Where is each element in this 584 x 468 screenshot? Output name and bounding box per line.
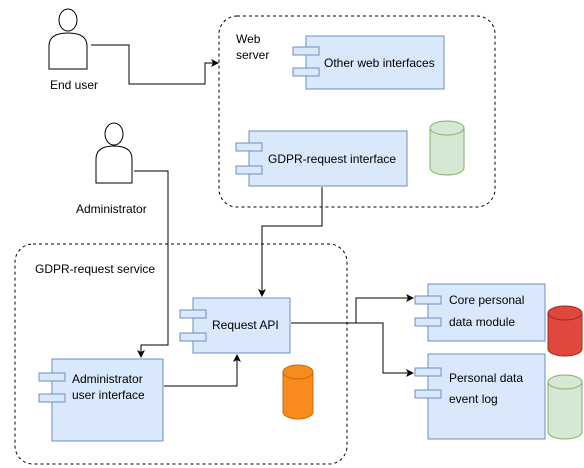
web-server-label-line1: Web [236, 32, 261, 46]
event-log-database-icon [547, 374, 583, 440]
web-server-group [218, 15, 496, 208]
core-personal-data-label-line2: data module [449, 315, 515, 329]
administrator-user-interface-component[interactable]: Administrator user interface [38, 358, 164, 442]
other-web-interfaces-label: Other web interfaces [324, 56, 435, 70]
administrator-label: Administrator [76, 202, 147, 216]
gdpr-request-interface-component[interactable]: GDPR-request interface [235, 130, 408, 187]
gdpr-request-interface-label: GDPR-request interface [268, 152, 396, 166]
event-log-label-line1: Personal data [449, 371, 523, 385]
core-data-database-icon [547, 305, 583, 357]
personal-data-event-log-component[interactable]: Personal data event log [414, 353, 546, 440]
end-user-label: End user [50, 78, 98, 92]
web-server-database-icon [429, 120, 465, 176]
core-personal-data-module-component[interactable]: Core personal data module [414, 283, 546, 342]
admin-ui-to-request-api-arrow [164, 354, 241, 387]
admin-ui-label-line2: user interface [72, 388, 145, 402]
web-server-label-line2: server [236, 48, 269, 62]
administrator-icon[interactable] [95, 122, 133, 184]
gdpr-request-service-label: GDPR-request service [35, 262, 155, 276]
event-log-label-line2: event log [449, 392, 498, 406]
end-user-icon[interactable] [48, 8, 88, 70]
other-web-interfaces-component[interactable]: Other web interfaces [292, 35, 445, 90]
request-api-component[interactable]: Request API [179, 297, 291, 354]
admin-ui-label-line1: Administrator [72, 372, 143, 386]
gdpr-request-service-group [14, 243, 348, 465]
request-api-to-core-data-arrow [291, 294, 414, 324]
request-api-to-event-log-arrow [291, 322, 414, 377]
service-database-icon [282, 364, 314, 420]
administrator-to-admin-ui-arrow [134, 170, 169, 358]
request-api-label: Request API [212, 318, 279, 332]
gdpr-interface-to-request-api-arrow [258, 187, 323, 297]
end-user-to-web-server-arrow [91, 44, 219, 85]
core-personal-data-label-line1: Core personal [449, 293, 524, 307]
